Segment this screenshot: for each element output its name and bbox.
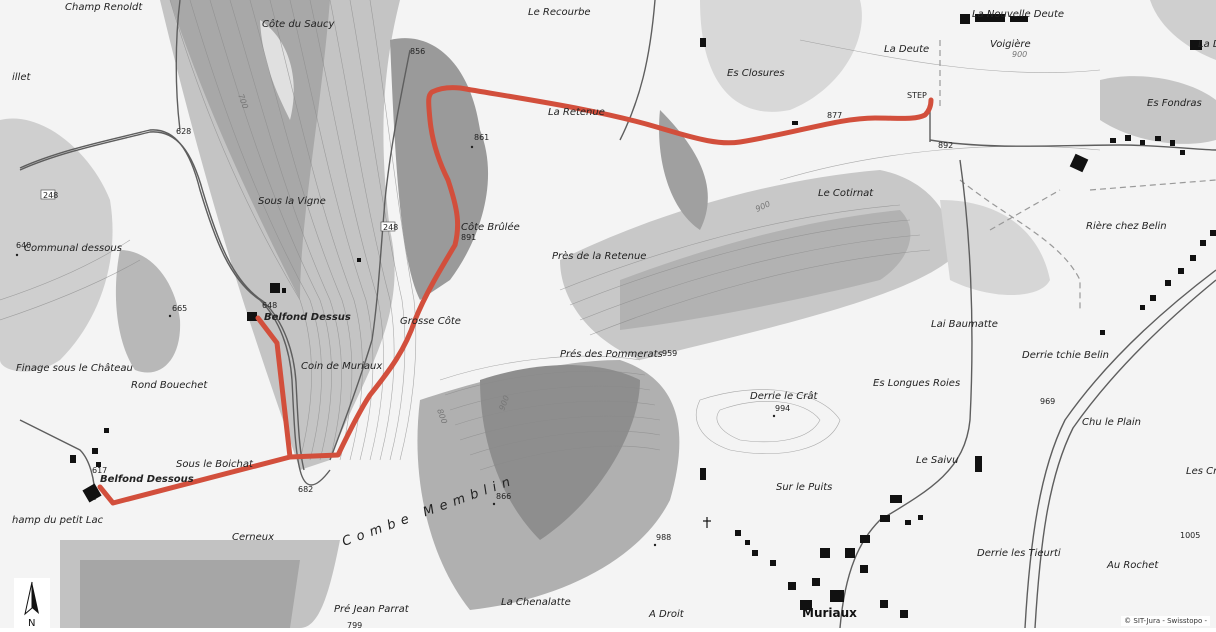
svg-text:628: 628	[176, 127, 191, 136]
svg-text:994: 994	[775, 404, 790, 413]
label-la-chenalatte: La Chenalatte	[501, 597, 571, 608]
label-rond-bouechet: Rond Bouechet	[131, 380, 208, 391]
north-arrow-icon: N	[24, 581, 39, 629]
buildings	[70, 14, 1216, 618]
label-villet: illet	[12, 72, 31, 83]
svg-text:988: 988	[656, 533, 671, 542]
label-la-deute: La Deute	[884, 44, 929, 55]
label-cerneux: Cerneux	[232, 532, 274, 543]
svg-text:861: 861	[474, 133, 489, 142]
north-arrow: N	[14, 578, 50, 629]
label-derrie-les-tieurti: Derrie les Tieurti	[977, 548, 1061, 559]
svg-text:892: 892	[938, 141, 953, 150]
label-champ-du-petit-lac: hamp du petit Lac	[12, 515, 104, 526]
label-coin-de-muriaux: Coin de Muriaux	[301, 361, 382, 372]
label-lai-baumatte: Lai Baumatte	[931, 319, 998, 330]
label-le-cotirnat: Le Cotirnat	[818, 188, 874, 199]
north-label: N	[28, 618, 35, 628]
svg-text:959: 959	[662, 349, 677, 358]
label-pres-de-la-retenue: Près de la Retenue	[552, 250, 646, 262]
svg-text:891: 891	[461, 233, 476, 242]
label-sous-le-boichat: Sous le Boichat	[176, 459, 254, 470]
label-belfond-dessous: Belfond Dessous	[100, 474, 194, 485]
hiking-route[interactable]	[97, 85, 934, 506]
label-cote-du-saucy: Côte du Saucy	[262, 18, 336, 30]
map-attribution: © SIT-Jura - Swisstopo -	[1121, 616, 1210, 626]
road-number-sign-248-b: 248	[380, 221, 398, 232]
label-grosse-cote: Grosse Côte	[400, 315, 461, 327]
svg-text:1005: 1005	[1180, 531, 1200, 540]
svg-text:856: 856	[410, 47, 425, 56]
label-le-saivu: Le Saivu	[916, 455, 958, 466]
label-sous-la-vigne: Sous la Vigne	[258, 196, 326, 207]
hiking-route-branch[interactable]	[255, 315, 293, 460]
label-la-retenue: La Retenue	[548, 107, 605, 118]
label-derrie-le-crat: Derrie le Crât	[750, 390, 819, 402]
label-les-cra: Les Cra	[1186, 466, 1216, 477]
label-riere-chez-belin: Rière chez Belin	[1086, 220, 1167, 232]
svg-text:900: 900	[1012, 50, 1027, 59]
svg-text:866: 866	[496, 492, 511, 501]
label-la-nouvelle-deute: La Nouvelle Deute	[972, 9, 1064, 20]
label-le-recourbe: Le Recourbe	[528, 7, 591, 18]
label-sur-le-puits: Sur le Puits	[776, 482, 832, 493]
svg-text:248: 248	[43, 191, 58, 200]
label-au-rochet: Au Rochet	[1106, 560, 1159, 571]
label-es-longues-roies: Es Longues Roies	[873, 378, 960, 389]
spot-markers	[15, 145, 776, 547]
svg-text:969: 969	[1040, 397, 1055, 406]
label-la-d: La D	[1198, 39, 1216, 50]
label-pre-jean-parrat: Pré Jean Parrat	[334, 603, 410, 615]
label-voigiere: Voigière	[990, 38, 1031, 50]
svg-text:799: 799	[347, 621, 362, 628]
svg-text:682: 682	[298, 485, 313, 494]
label-cote-brulee: Côte Brûlée	[461, 221, 520, 233]
label-pres-des-pommerats: Prés des Pommerats	[560, 348, 663, 360]
roads	[19, 0, 1216, 628]
contour-lines	[0, 0, 1101, 471]
label-communal-dessous: Communal dessous	[24, 243, 122, 254]
label-muriaux: Muriaux	[802, 606, 857, 620]
road-number-sign-248: 248	[40, 189, 58, 200]
svg-text:617: 617	[92, 466, 107, 475]
label-chu-le-plain: Chu le Plain	[1082, 417, 1141, 428]
label-finage-sous-le-chateau: Finage sous le Château	[16, 362, 133, 374]
svg-text:665: 665	[172, 304, 187, 313]
church-cross-icon	[703, 517, 711, 528]
label-es-fondras: Es Fondras	[1147, 98, 1202, 109]
label-a-droit: A Droit	[648, 609, 685, 620]
spot-heights: 856 861 877 892 628 640 665 891 648 959 …	[16, 47, 1200, 628]
label-es-closures: Es Closures	[727, 68, 785, 79]
svg-text:648: 648	[262, 301, 277, 310]
label-derrie-tchie-belin: Derrie tchie Belin	[1022, 350, 1109, 361]
label-step: STEP	[907, 91, 927, 100]
label-champ-renoldt: Champ Renoldt	[65, 2, 143, 13]
label-belfond-dessus: Belfond Dessus	[264, 312, 351, 323]
svg-text:640: 640	[16, 241, 31, 250]
svg-text:248: 248	[383, 223, 398, 232]
field-boundaries	[939, 40, 1216, 310]
svg-text:877: 877	[827, 111, 842, 120]
